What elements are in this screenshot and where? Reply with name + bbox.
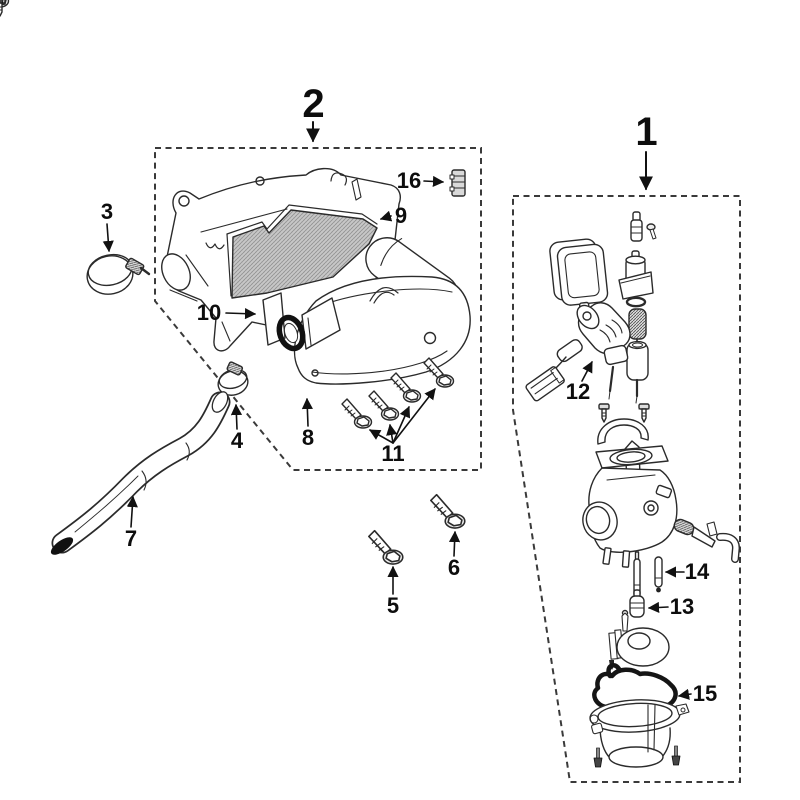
carburetor-body-drawing [582, 418, 678, 568]
callout-16: 16 [396, 168, 422, 193]
callout-1: 1 [635, 110, 657, 154]
callout-8: 8 [301, 425, 315, 450]
air-filter-element-drawing [226, 204, 378, 299]
jet-and-screw-top-drawing [630, 211, 657, 242]
callout-10: 10 [196, 300, 222, 325]
screw-5 [368, 529, 404, 565]
callout-15: 15 [692, 681, 718, 706]
callout-7: 7 [124, 526, 138, 551]
airbox-intake-duct-drawing [262, 292, 341, 352]
breather-hose-drawing [50, 391, 231, 555]
float-bowl-drawing [0, 0, 690, 768]
hose-clamp-large-drawing [86, 253, 151, 295]
airbox-body-drawing [293, 275, 471, 385]
callout-9: 9 [394, 203, 408, 228]
leader-lines [102, 121, 692, 700]
throttle-valve-drawing [618, 250, 654, 300]
group-1-boundary [512, 195, 741, 783]
callout-13: 13 [669, 594, 695, 619]
idle-screw-and-hose-drawing [673, 518, 740, 563]
retaining-clip-drawing [449, 169, 466, 197]
callout-6: 6 [447, 555, 461, 580]
oring-needle-holder-drawing [625, 296, 649, 404]
callout-3: 3 [100, 199, 114, 224]
float-assembly-drawing [608, 609, 670, 670]
needle-jet-drawing [629, 589, 645, 618]
callout-2: 2 [302, 82, 324, 126]
callout-5: 5 [386, 593, 400, 618]
callout-12: 12 [565, 379, 591, 404]
intake-seal-ring [276, 314, 306, 352]
callout-14: 14 [684, 559, 710, 584]
auto-choke-drawing [525, 302, 631, 402]
screw-6 [430, 493, 466, 529]
callout-4: 4 [230, 428, 244, 453]
hose-clamp-small-drawing [217, 361, 249, 396]
callout-11: 11 [381, 441, 405, 466]
